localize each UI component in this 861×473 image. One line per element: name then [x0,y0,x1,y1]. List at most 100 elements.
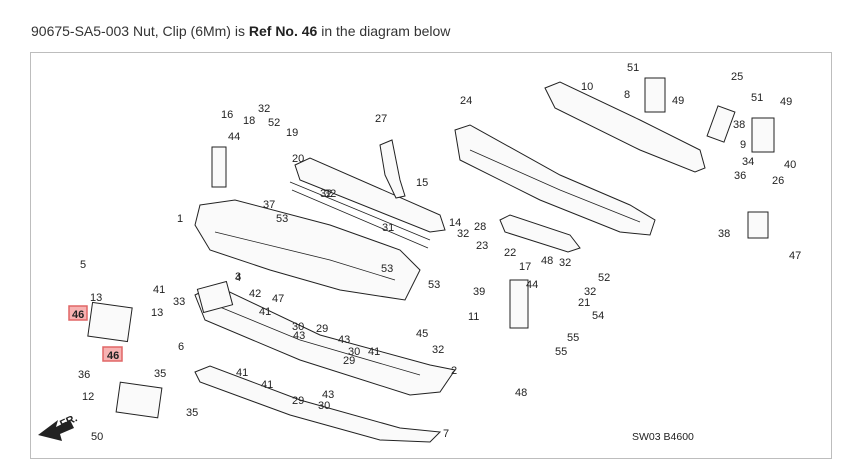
ref-label-46: 46 [72,309,84,321]
ref-label-51: 51 [751,92,763,104]
ref-label-30: 30 [292,321,304,333]
ref-label-32: 32 [320,188,332,200]
ref-label-38: 38 [718,228,730,240]
ref-label-35: 35 [154,368,166,380]
bracket-3 [196,280,234,314]
molding-28 [499,214,581,253]
ref-label-29: 29 [343,355,355,367]
bracket-left [87,301,133,343]
ref-label-41: 41 [261,379,273,391]
ref-label-28: 28 [474,221,486,233]
ref-label-49: 49 [672,95,684,107]
ref-label-43: 43 [293,330,305,342]
ref-label-36: 36 [78,369,90,381]
ref-label-29: 29 [292,395,304,407]
bracket-9 [751,117,775,153]
ref-label-12: 12 [82,391,94,403]
ref-label-15: 15 [416,177,428,189]
ref-label-18: 18 [243,115,255,127]
ref-label-25: 25 [731,71,743,83]
ref-label-33: 33 [173,296,185,308]
license-plate-base [115,381,163,419]
bracket-17 [509,279,529,329]
caption-suffix: in the diagram below [321,23,451,39]
ref-label-47: 47 [789,250,801,262]
ref-label-44: 44 [228,131,240,143]
ref-label-20: 20 [292,153,304,165]
ref-label-43: 43 [322,389,334,401]
ref-label-48: 48 [515,387,527,399]
ref-label-34: 34 [742,156,754,168]
ref-label-44: 44 [526,279,538,291]
ref-label-49: 49 [780,96,792,108]
grille-molding [294,157,446,233]
ref-label-52: 52 [598,272,610,284]
ref-label-46: 46 [107,350,119,362]
ref-label-32: 32 [559,257,571,269]
highlight-46-bottom [102,346,123,362]
ref-label-6: 6 [178,341,184,353]
ref-label-14: 14 [449,217,461,229]
ref-label-38: 38 [733,119,745,131]
ref-label-41: 41 [236,367,248,379]
ref-label-42: 42 [249,288,261,300]
ref-label-40: 40 [784,159,796,171]
ref-label-53: 53 [381,263,393,275]
ref-label-27: 27 [375,113,387,125]
ref-label-32: 32 [258,103,270,115]
ref-label-32: 32 [324,188,336,200]
ref-label-7: 7 [443,428,449,440]
bumper-cover [194,199,421,301]
absorber-24 [454,124,656,236]
ref-label-9: 9 [740,139,746,151]
ref-label-32: 32 [584,286,596,298]
front-direction-label: FR. [58,412,79,430]
ref-label-45: 45 [416,328,428,340]
ref-label-35: 35 [186,407,198,419]
bumper-beam [544,81,706,173]
ref-label-24: 24 [460,95,472,107]
ref-label-13: 13 [90,292,102,304]
ref-label-16: 16 [221,109,233,121]
ref-label-5: 5 [80,259,86,271]
highlight-46-left [68,305,88,321]
ref-label-10: 10 [581,81,593,93]
ref-label-51: 51 [627,62,639,74]
bracket-38-right [747,211,769,239]
ref-label-43: 43 [338,334,350,346]
front-arrow-icon [38,420,74,441]
ref-label-23: 23 [476,240,488,252]
ref-label-48: 48 [541,255,553,267]
ref-label-36: 36 [734,170,746,182]
ref-label-29: 29 [316,323,328,335]
ref-label-30: 30 [348,346,360,358]
ref-label-32: 32 [432,344,444,356]
ref-label-41: 41 [259,306,271,318]
ref-label-21: 21 [578,297,590,309]
ref-label-26: 26 [772,175,784,187]
ref-label-1: 1 [177,213,183,225]
ref-label-11: 11 [468,311,479,323]
ref-label-50: 50 [91,431,103,443]
ref-label-17: 17 [519,261,531,273]
lower-bumper [194,284,456,396]
ref-label-2: 2 [451,365,457,377]
diagram-code: SW03 B4600 [632,431,694,443]
ref-label-53: 53 [428,279,440,291]
ref-label-22: 22 [504,247,516,259]
ref-label-30: 30 [318,400,330,412]
page-caption: 90675-SA5-003 Nut, Clip (6Mm) is Ref No.… [31,23,450,39]
ref-label-31: 31 [382,222,394,234]
ref-label-53: 53 [276,213,288,225]
ref-label-47: 47 [272,293,284,305]
ref-label-55: 55 [555,346,567,358]
ref-label-32: 32 [457,228,469,240]
bracket-16 [211,146,227,188]
molding-27 [379,139,406,199]
ref-label-4: 4 [235,272,241,284]
ref-label-39: 39 [473,286,485,298]
ref-label-41: 41 [153,284,165,296]
air-dam-strip [194,365,442,443]
